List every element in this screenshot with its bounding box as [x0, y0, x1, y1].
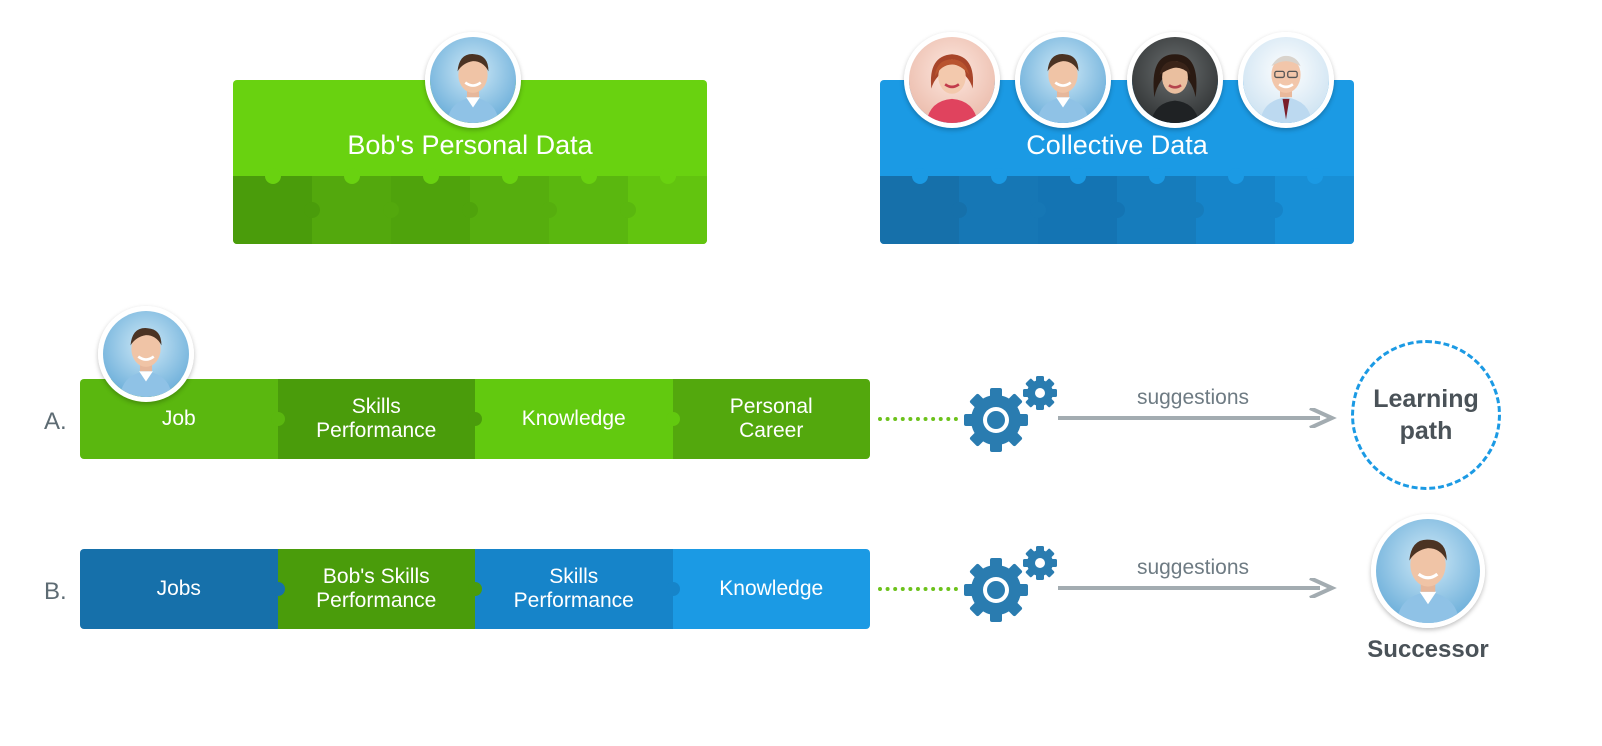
arrow-right-icon — [1058, 408, 1337, 428]
puzzle-piece — [1196, 168, 1283, 244]
bob-avatar — [425, 32, 521, 128]
puzzle-piece — [470, 168, 557, 244]
row-a-cell-label: Job — [161, 407, 196, 430]
bob-avatar-row-a — [98, 306, 194, 402]
row-a-strip: Job Skills Performance Knowledge Persona… — [80, 379, 870, 459]
learning-path-target: Learning path — [1351, 340, 1501, 490]
bob-avatar-collective — [1015, 32, 1111, 128]
arrow-right-icon — [1058, 578, 1337, 598]
man-glasses-avatar — [1238, 32, 1334, 128]
successor-label: Successor — [1367, 636, 1489, 663]
collective-data-panel: Collective Data — [880, 80, 1354, 244]
row-b-cell-label: Knowledge — [719, 577, 824, 600]
successor-avatar — [1371, 514, 1485, 628]
row-a-cell-label: Skills Performance — [316, 395, 437, 442]
row-b-cell-label: Skills Performance — [513, 565, 634, 612]
row-b-cell-skills: Skills Performance — [475, 549, 680, 629]
gears-icon — [964, 376, 1057, 452]
row-a-cell-job: Job — [80, 379, 285, 459]
row-a-cell-label: Knowledge — [521, 407, 626, 430]
row-b-strip: Jobs Bob's Skills Performance Skills Per… — [80, 549, 870, 629]
row-b-label: B. — [44, 578, 67, 605]
row-b-cell-knowledge: Knowledge — [672, 549, 870, 629]
row-a-dotted-connector — [878, 417, 958, 421]
row-a-cell-career: Personal Career — [672, 379, 870, 459]
row-a-label: A. — [44, 408, 67, 435]
row-a-cell-skills: Skills Performance — [277, 379, 482, 459]
collective-data-pieces — [880, 168, 1354, 244]
puzzle-piece — [391, 168, 478, 244]
row-b-cell-jobs: Jobs — [80, 549, 285, 629]
row-b-cell-label: Bob's Skills Performance — [316, 565, 437, 612]
woman-brunette-avatar — [1127, 32, 1223, 128]
puzzle-piece — [549, 168, 636, 244]
puzzle-piece — [959, 168, 1046, 244]
collective-data-title: Collective Data — [1026, 130, 1208, 160]
puzzle-piece — [628, 168, 707, 244]
personal-data-pieces — [233, 168, 707, 244]
puzzle-piece — [233, 168, 320, 244]
puzzle-piece — [312, 168, 399, 244]
puzzle-piece — [1117, 168, 1204, 244]
row-a-suggestions-label: suggestions — [1136, 386, 1250, 409]
row-a-cell-label: Personal Career — [729, 395, 813, 442]
row-b-cell-label: Jobs — [156, 577, 201, 600]
woman-redhead-avatar — [904, 32, 1000, 128]
row-a-cell-knowledge: Knowledge — [475, 379, 680, 459]
row-b-suggestions-label: suggestions — [1136, 556, 1250, 579]
puzzle-piece — [880, 168, 967, 244]
puzzle-piece — [1038, 168, 1125, 244]
puzzle-piece — [1275, 168, 1354, 244]
row-b-dotted-connector — [878, 587, 958, 591]
gears-icon — [964, 546, 1057, 622]
personal-data-title: Bob's Personal Data — [347, 130, 593, 160]
row-b-cell-bobs-skills: Bob's Skills Performance — [277, 549, 482, 629]
